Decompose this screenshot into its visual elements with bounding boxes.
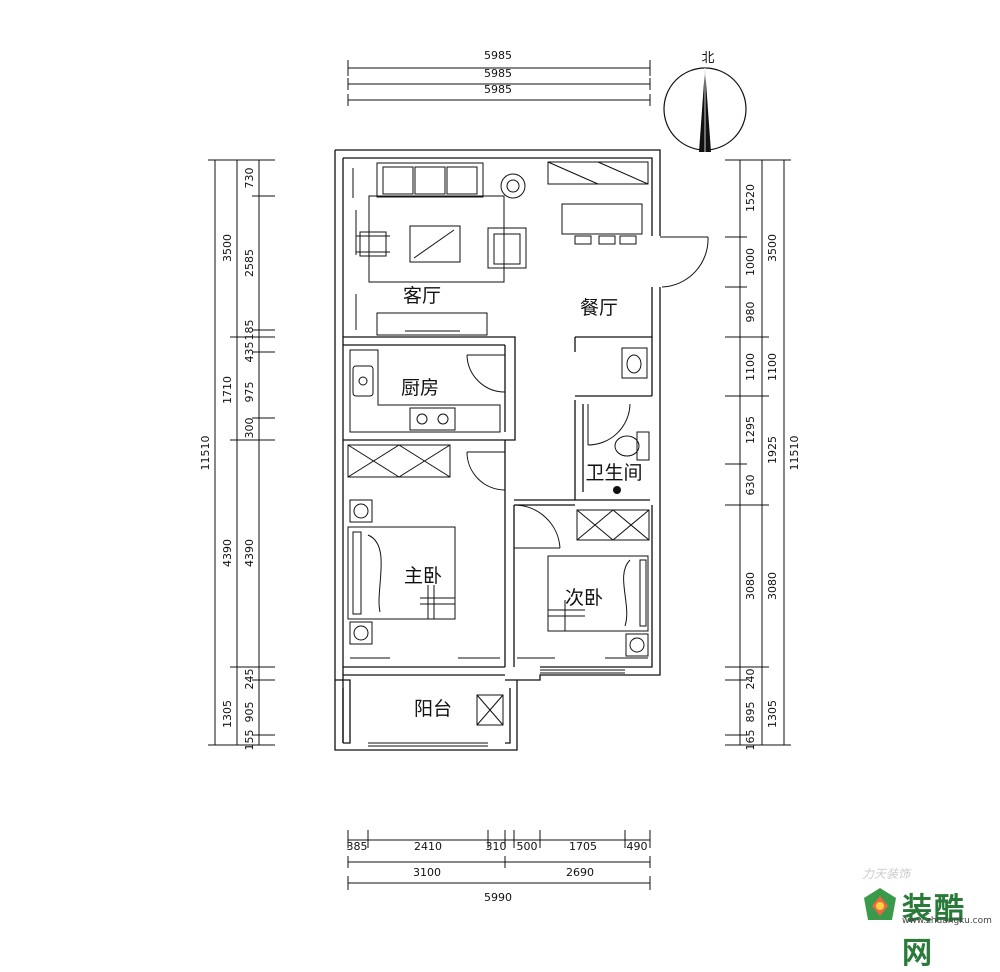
left-inner-dim-2: 2585 bbox=[243, 249, 256, 277]
kitchen-door-icon bbox=[466, 354, 506, 393]
left-inner-dim-3: 185 bbox=[243, 320, 256, 341]
room-label-kitchen: 厨房 bbox=[401, 377, 439, 399]
north-compass-icon bbox=[663, 67, 747, 152]
bottom-dim-2: 2410 bbox=[414, 840, 442, 853]
room-label-dining: 餐厅 bbox=[580, 297, 618, 319]
master-bed-icon bbox=[347, 526, 456, 620]
right-inner-dim-5: 1295 bbox=[744, 416, 757, 444]
right-mid-dim-2: 1100 bbox=[766, 353, 779, 381]
right-mid-dim-3: 1925 bbox=[766, 436, 779, 464]
left-inner-dim-8: 245 bbox=[243, 669, 256, 690]
left-mid-dim-2: 1710 bbox=[221, 376, 234, 404]
second-door-icon bbox=[513, 504, 561, 549]
coffee-table-icon bbox=[409, 225, 461, 263]
floor-plan: 5985 5985 5985 北 11510 3500 1710 4390 13… bbox=[199, 49, 801, 904]
right-inner-dim-4: 1100 bbox=[744, 353, 757, 381]
tv-cabinet-icon bbox=[376, 312, 488, 336]
left-mid-dim-1: 3500 bbox=[221, 234, 234, 262]
left-dimensions bbox=[208, 159, 275, 746]
bottom-dim-9: 5990 bbox=[484, 891, 512, 904]
room-label-living: 客厅 bbox=[403, 285, 441, 307]
bottom-dim-1: 385 bbox=[347, 840, 368, 853]
kitchen-counter-icon bbox=[349, 349, 501, 433]
right-dimensions bbox=[725, 159, 791, 746]
room-label-balcony: 阳台 bbox=[414, 698, 452, 720]
stove-icon bbox=[409, 407, 456, 431]
master-wardrobe-icon bbox=[347, 444, 451, 478]
watermark-url: www.zhuangku.com bbox=[902, 916, 992, 926]
bottom-dim-3: 310 bbox=[486, 840, 507, 853]
watermark-logo-icon bbox=[864, 888, 896, 920]
dining-cabinet-icon bbox=[547, 161, 649, 185]
rug-icon bbox=[368, 195, 505, 283]
north-label: 北 bbox=[701, 51, 714, 66]
bottom-dim-6: 490 bbox=[627, 840, 648, 853]
right-inner-dim-10: 165 bbox=[744, 730, 757, 751]
left-total-dim: 11510 bbox=[199, 436, 212, 471]
right-inner-dim-1: 1520 bbox=[744, 184, 757, 212]
left-inner-dim-6: 300 bbox=[243, 418, 256, 439]
right-inner-dim-6: 630 bbox=[744, 475, 757, 496]
right-mid-dim-1: 3500 bbox=[766, 234, 779, 262]
left-mid-dim-4: 1305 bbox=[221, 700, 234, 728]
bathroom-door-icon bbox=[587, 403, 631, 446]
left-inner-dim-4: 435 bbox=[243, 342, 256, 363]
right-inner-dim-8: 240 bbox=[744, 669, 757, 690]
right-mid-dim-4: 3080 bbox=[766, 572, 779, 600]
bottom-dim-8: 2690 bbox=[566, 866, 594, 879]
room-label-master: 主卧 bbox=[404, 565, 442, 587]
watermark: 装酷网 www.zhuangku.com bbox=[862, 884, 994, 971]
curtain-left-icon bbox=[352, 168, 357, 330]
nightstand-icon bbox=[349, 499, 373, 645]
top-dim-2: 5985 bbox=[484, 67, 512, 80]
left-mid-dim-3: 4390 bbox=[221, 539, 234, 567]
second-nightstand-icon bbox=[625, 633, 649, 657]
left-inner-dim-7: 4390 bbox=[243, 539, 256, 567]
left-inner-dim-10: 155 bbox=[243, 730, 256, 751]
washing-machine-icon bbox=[476, 694, 504, 726]
sofa-icon bbox=[376, 162, 484, 198]
top-dim-3: 5985 bbox=[484, 83, 512, 96]
room-label-second: 次卧 bbox=[565, 587, 603, 609]
washbasin-icon bbox=[621, 347, 648, 379]
top-dim-1: 5985 bbox=[484, 49, 512, 62]
walls bbox=[334, 149, 661, 751]
right-inner-dim-7: 3080 bbox=[744, 572, 757, 600]
second-wardrobe-icon bbox=[576, 509, 650, 541]
right-inner-dim-9: 895 bbox=[744, 702, 757, 723]
second-bed-icon bbox=[547, 555, 649, 632]
bottom-dim-5: 1705 bbox=[569, 840, 597, 853]
armchair-icon bbox=[487, 227, 527, 269]
right-total-dim: 11510 bbox=[788, 436, 801, 471]
right-inner-dim-3: 980 bbox=[744, 302, 757, 323]
toilet-icon bbox=[614, 431, 650, 461]
dining-table-icon bbox=[561, 203, 643, 245]
right-inner-dim-2: 1000 bbox=[744, 248, 757, 276]
balcony-window bbox=[368, 669, 625, 751]
right-mid-dim-5: 1305 bbox=[766, 700, 779, 728]
floor-drain-icon bbox=[613, 486, 621, 494]
room-label-bathroom: 卫生间 bbox=[585, 462, 642, 484]
plant-icon bbox=[500, 173, 526, 199]
left-inner-dim-5: 975 bbox=[243, 382, 256, 403]
master-door-icon bbox=[466, 451, 506, 491]
bottom-dim-7: 3100 bbox=[413, 866, 441, 879]
entry-door-icon bbox=[660, 236, 709, 288]
sink-icon bbox=[352, 365, 374, 397]
top-dimensions bbox=[347, 60, 651, 106]
watermark-small: 力天装饰 bbox=[861, 867, 910, 881]
watermark-brand: 装酷网 bbox=[902, 892, 966, 971]
left-inner-dim-1: 730 bbox=[243, 168, 256, 189]
side-chair-icon bbox=[356, 231, 390, 257]
left-inner-dim-9: 905 bbox=[243, 702, 256, 723]
bottom-dimensions bbox=[347, 830, 651, 890]
bottom-dim-4: 500 bbox=[517, 840, 538, 853]
